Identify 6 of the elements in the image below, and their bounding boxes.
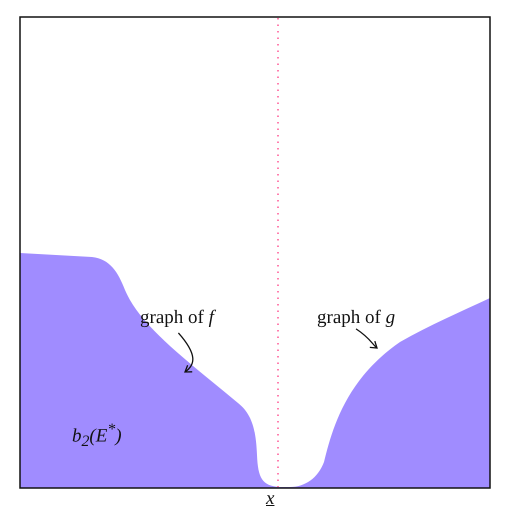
leader-arrow [178,332,194,373]
leader-arrow [356,328,378,349]
curve-label: graph of f [140,308,214,329]
axis-point-label: x [266,489,274,510]
curve-label: graph of g [317,308,396,329]
region-label: b$_{2}$(E$^{*}$) [72,421,122,451]
